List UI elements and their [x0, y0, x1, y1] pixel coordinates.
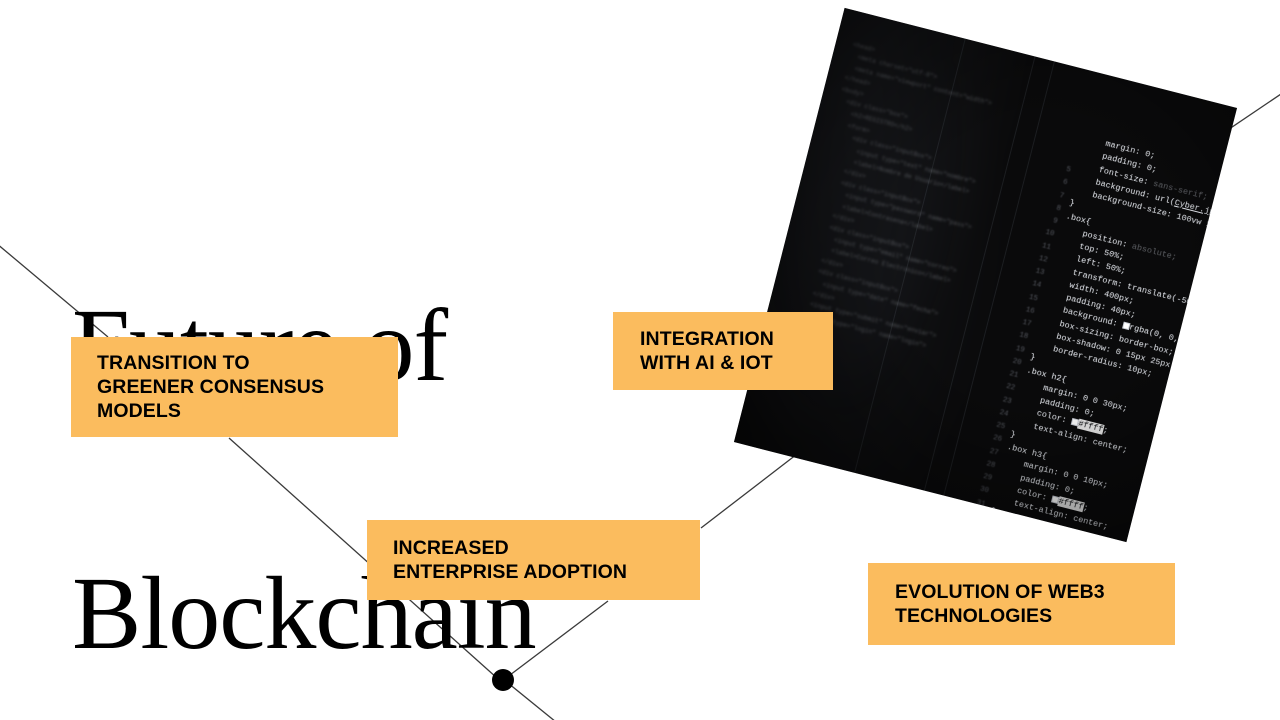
connector-line-consensus-to-hub [228, 437, 498, 679]
callout-evolution-of-web3-technologies[interactable]: EVOLUTION OF WEB3 TECHNOLOGIES [868, 563, 1175, 645]
connector-line-left [0, 245, 109, 338]
callout-label: TRANSITION TO GREENER CONSENSUS MODELS [97, 352, 325, 422]
callout-label: INCREASED ENTERPRISE ADOPTION [393, 537, 628, 583]
connector-line-hub-to-bottom [507, 682, 555, 720]
callout-integration-with-ai-and-iot[interactable]: INTEGRATION WITH AI & IOT [613, 312, 833, 390]
connector-line-adoption-to-hub [509, 600, 609, 676]
connector-hub-dot [492, 669, 514, 691]
callout-transition-to-greener-consensus-models[interactable]: TRANSITION TO GREENER CONSENSUS MODELS [71, 337, 398, 437]
color-swatch-icon [1121, 321, 1131, 331]
callout-label: INTEGRATION WITH AI & IOT [640, 328, 774, 374]
callout-increased-enterprise-adoption[interactable]: INCREASED ENTERPRISE ADOPTION [367, 520, 700, 600]
callout-label: EVOLUTION OF WEB3 TECHNOLOGIES [895, 581, 1105, 627]
